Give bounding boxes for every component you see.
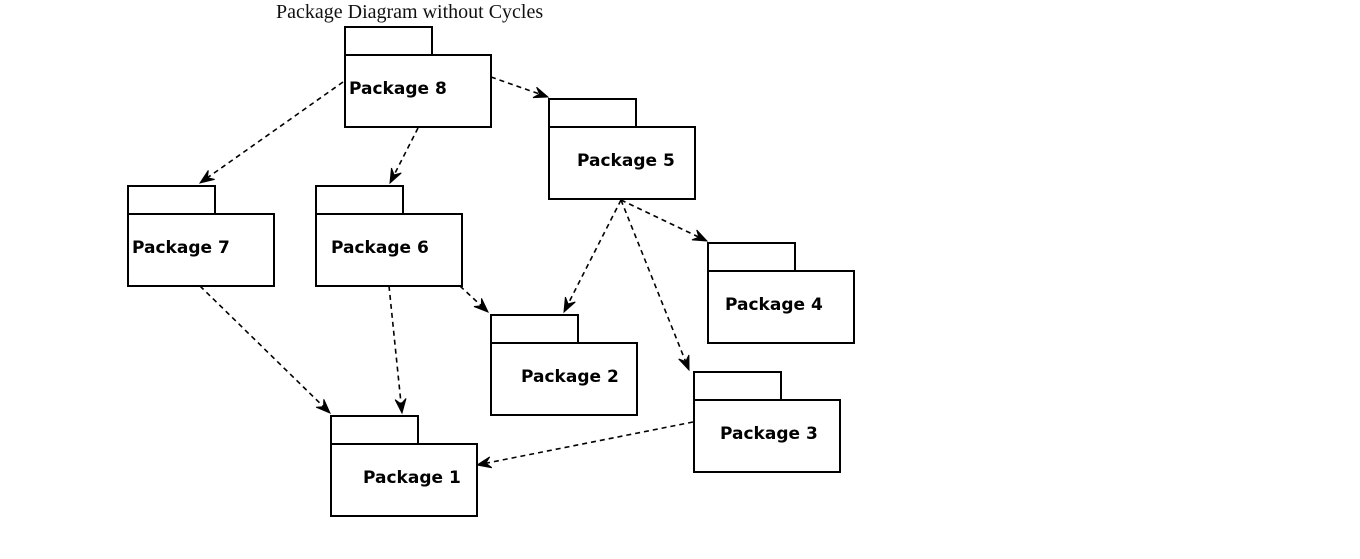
package-tab (707, 242, 796, 272)
package-label: Package 3 (720, 424, 818, 444)
package-body (707, 270, 855, 344)
arrowhead-icon (473, 298, 489, 313)
package-tab (330, 415, 419, 445)
package-label: Package 1 (363, 468, 461, 488)
package-label: Package 8 (349, 79, 447, 99)
dependency-p5-p4 (620, 199, 709, 242)
package-2: Package 2 (490, 314, 638, 416)
dependency-line (393, 127, 419, 176)
package-7: Package 7 (127, 185, 275, 287)
package-label: Package 5 (577, 151, 675, 171)
package-tab (548, 98, 637, 128)
dependency-line (485, 421, 694, 465)
package-tab (127, 185, 216, 215)
package-label: Package 7 (132, 238, 230, 258)
arrowhead-icon (691, 229, 709, 242)
dependency-p8-p6 (389, 127, 419, 185)
dependency-edges (198, 76, 709, 469)
arrowhead-icon (475, 456, 493, 469)
package-tab (315, 185, 404, 215)
dependency-line (620, 199, 700, 238)
dependency-line (620, 199, 687, 362)
arrowhead-icon (678, 354, 690, 372)
package-5: Package 5 (548, 98, 696, 200)
dependency-line (206, 81, 344, 179)
diagram-title: Package Diagram without Cycles (276, 1, 544, 23)
dependency-line (199, 285, 325, 408)
arrowhead-icon (394, 398, 407, 415)
arrowhead-icon (315, 399, 331, 414)
package-body (548, 126, 696, 200)
dependency-p7-p1 (199, 285, 331, 414)
dependency-line (388, 285, 402, 405)
package-body (330, 443, 478, 517)
package-1: Package 1 (330, 415, 478, 517)
package-tab (344, 26, 433, 56)
dependency-p3-p1 (475, 421, 694, 469)
package-body (344, 54, 492, 128)
dependency-line (567, 199, 622, 305)
package-nodes: Package 8 Package 5 Package 7 Package 6 Pack… (127, 26, 855, 517)
arrowhead-icon (389, 167, 402, 185)
dependency-line (459, 285, 482, 307)
arrowhead-icon (563, 296, 576, 314)
dependency-line (490, 76, 540, 95)
dependency-p6-p1 (388, 285, 407, 415)
dependency-p5-p2 (563, 199, 622, 314)
package-label: Package 4 (725, 295, 823, 315)
package-3: Package 3 (693, 371, 841, 473)
arrowhead-icon (532, 86, 550, 99)
package-4: Package 4 (707, 242, 855, 344)
package-6: Package 6 (315, 185, 463, 287)
package-label: Package 2 (521, 367, 619, 387)
package-label: Package 6 (331, 238, 429, 258)
package-body (315, 213, 463, 287)
package-body (127, 213, 275, 287)
arrowhead-icon (198, 170, 215, 184)
dependency-p8-p5 (490, 76, 550, 99)
dependency-p5-p3 (620, 199, 690, 372)
package-8: Package 8 (344, 26, 492, 128)
package-tab (693, 371, 782, 401)
dependency-p8-p7 (198, 81, 344, 184)
dependency-p6-p2 (459, 285, 489, 313)
package-body (693, 399, 841, 473)
package-tab (490, 314, 579, 344)
package-body (490, 342, 638, 416)
